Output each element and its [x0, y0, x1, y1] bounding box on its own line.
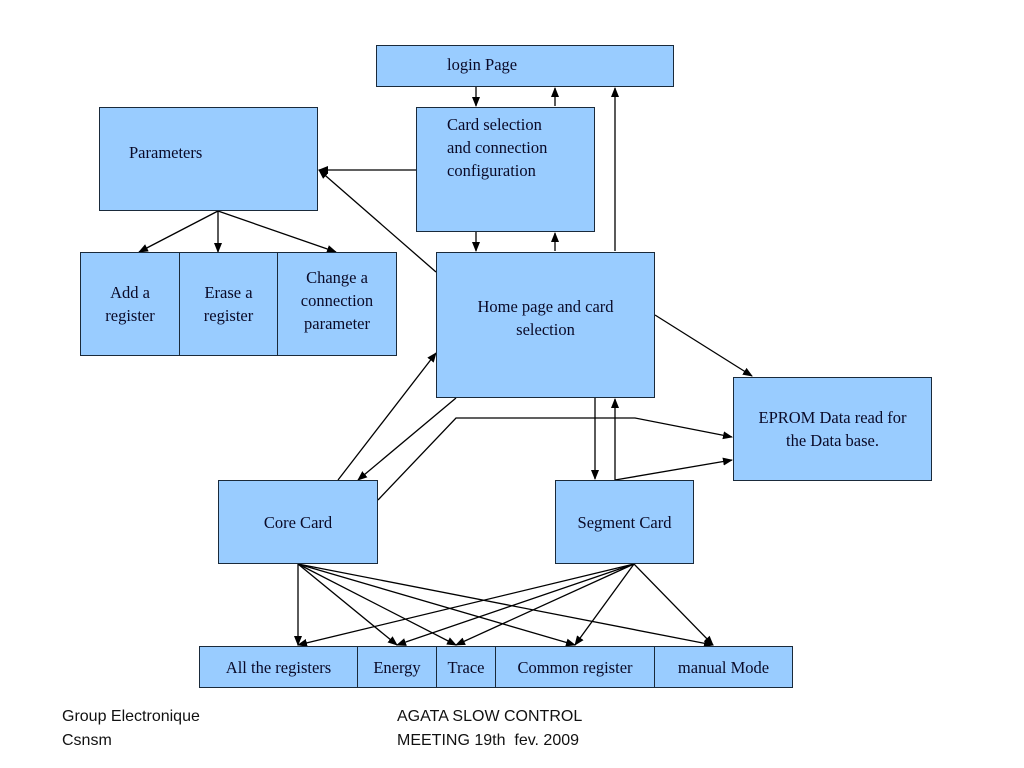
arrow-core-card-to-eprom	[377, 417, 733, 501]
node-change-connection-line1: Change a	[306, 267, 368, 287]
node-change-connection-line2: connection	[300, 290, 374, 310]
node-all-registers[interactable]: All the registers	[199, 646, 358, 688]
arrow-segment-card-to-manual-mode	[633, 563, 714, 646]
footer-right-line1: AGATA SLOW CONTROL	[397, 708, 583, 725]
footer-left-line1: Group Electronique	[62, 708, 200, 725]
arrow-segment-card-to-common-register	[574, 563, 635, 646]
node-segment-card-label: Segment Card	[577, 512, 672, 532]
node-trace-label: Trace	[447, 657, 485, 677]
node-eprom-line1: EPROM Data read for	[758, 408, 907, 427]
footer-left-line2: Csnsm	[62, 732, 112, 749]
arrow-home-to-eprom	[654, 314, 753, 377]
node-card-selection-line3: configuration	[447, 161, 536, 180]
arrow-parameters-to-add-register	[138, 210, 219, 253]
footer-right-line2: MEETING 19th fev. 2009	[397, 732, 580, 749]
arrow-core-card-to-home	[337, 352, 437, 481]
node-home-page-line2: selection	[516, 320, 575, 339]
node-add-register-line2: register	[105, 306, 155, 325]
arrow-core-card-to-manual-mode	[297, 563, 714, 648]
node-common-register-label: Common register	[517, 657, 633, 677]
node-core-card[interactable]: Core Card	[218, 480, 378, 564]
arrow-parameters-to-change-connection	[217, 210, 337, 253]
node-login-page[interactable]: login Page	[376, 45, 674, 87]
arrow-core-card-to-energy	[297, 563, 398, 646]
node-home-page[interactable]: Home page and card selection	[436, 252, 655, 398]
node-card-selection-line1: Card selection	[447, 115, 542, 134]
arrow-core-card-to-trace	[297, 563, 457, 646]
node-erase-register-line2: register	[203, 306, 254, 325]
node-add-register[interactable]: Add a register	[80, 252, 180, 356]
node-home-page-line1: Home page and card	[477, 297, 614, 316]
arrow-home-to-parameters	[318, 169, 437, 273]
arrow-segment-card-to-energy	[396, 563, 635, 646]
node-common-register[interactable]: Common register	[495, 646, 655, 688]
arrow-segment-card-to-eprom	[614, 457, 733, 481]
arrow-segment-card-to-all-registers	[297, 563, 635, 647]
node-card-selection-line2: and connection	[447, 138, 548, 157]
node-manual-mode-label: manual Mode	[677, 657, 770, 677]
node-energy[interactable]: Energy	[357, 646, 437, 688]
node-eprom-line2: the Data base.	[786, 431, 879, 450]
node-segment-card[interactable]: Segment Card	[555, 480, 694, 564]
node-change-connection[interactable]: Change a connection parameter	[277, 252, 397, 356]
arrow-segment-card-to-trace	[455, 563, 635, 646]
node-add-register-line1: Add a	[110, 283, 150, 302]
node-parameters[interactable]: Parameters	[99, 107, 318, 211]
node-manual-mode[interactable]: manual Mode	[654, 646, 793, 688]
node-parameters-label: Parameters	[129, 142, 203, 162]
node-core-card-label: Core Card	[263, 512, 333, 532]
node-energy-label: Energy	[373, 657, 421, 677]
node-erase-register[interactable]: Erase a register	[179, 252, 278, 356]
node-eprom[interactable]: EPROM Data read for the Data base.	[733, 377, 932, 481]
node-card-selection[interactable]: Card selection and connection configurat…	[416, 107, 595, 232]
node-change-connection-line3: parameter	[304, 313, 370, 333]
arrow-home-to-core-card	[357, 397, 457, 481]
node-all-registers-label: All the registers	[225, 657, 332, 677]
node-erase-register-line1: Erase a	[204, 283, 253, 302]
arrow-core-card-to-common-register	[297, 563, 576, 647]
node-login-page-label: login Page	[447, 55, 518, 74]
node-trace[interactable]: Trace	[436, 646, 496, 688]
